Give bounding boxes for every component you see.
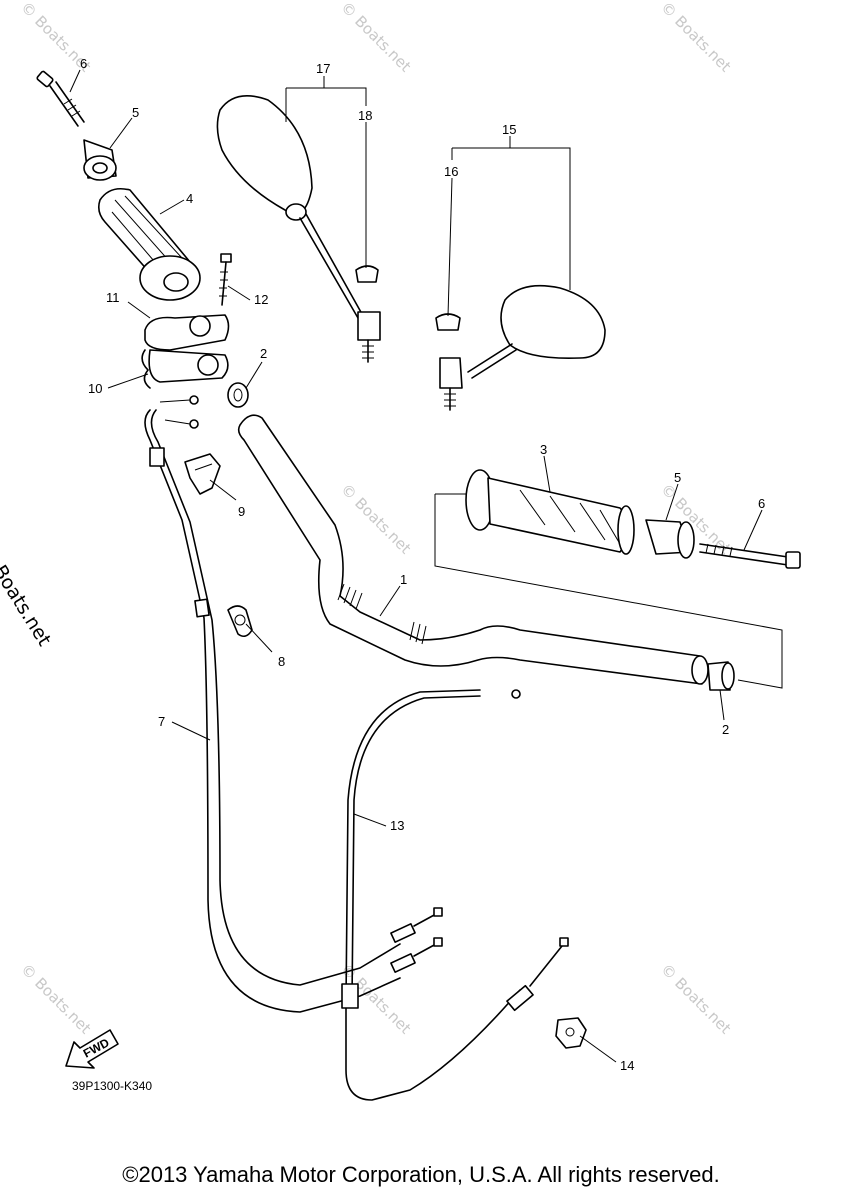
callout-3: 3 <box>540 442 547 457</box>
fwd-arrow: FWD <box>65 1029 119 1069</box>
diagram-reference: 39P1300-K340 <box>72 1079 152 1093</box>
callout-11: 11 <box>106 290 120 305</box>
watermark: © Boats.net <box>337 0 415 76</box>
callout-18: 18 <box>358 108 372 123</box>
right-grip-box <box>434 493 783 689</box>
watermark: © Boats.net <box>657 960 735 1038</box>
callout-14: 14 <box>620 1058 634 1073</box>
leader-lines <box>69 69 763 1063</box>
callout-7: 7 <box>158 714 165 729</box>
callout-2: 2 <box>260 346 267 361</box>
callout-6: 6 <box>758 496 765 511</box>
callout-13: 13 <box>390 818 404 833</box>
grip-end-left <box>83 139 117 181</box>
clip-8 <box>227 605 253 638</box>
grip-left <box>98 187 201 301</box>
callout-5: 5 <box>132 105 139 120</box>
callout-16: 16 <box>444 164 458 179</box>
callout-17: 17 <box>316 61 330 76</box>
callout-2: 2 <box>722 722 729 737</box>
watermark: © Boats.net <box>17 960 95 1038</box>
mirror-left <box>216 94 381 363</box>
screw-12 <box>219 253 232 306</box>
cables <box>144 395 569 1101</box>
watermark: © Boats.net <box>657 0 735 76</box>
callouts: 6 5 4 12 11 10 2 9 8 7 17 18 15 16 3 5 6… <box>80 56 765 1073</box>
collar-right <box>707 661 735 691</box>
grip-end-right <box>645 519 695 559</box>
copyright-notice: ©2013 Yamaha Motor Corporation, U.S.A. A… <box>122 1162 720 1187</box>
callout-5: 5 <box>674 470 681 485</box>
switch-14 <box>555 1017 587 1049</box>
bolt-left <box>36 70 85 127</box>
callout-15: 15 <box>502 122 516 137</box>
callout-6: 6 <box>80 56 87 71</box>
throttle-housing <box>141 314 230 389</box>
callout-9: 9 <box>238 504 245 519</box>
collar-upper <box>227 382 249 408</box>
handlebar <box>237 414 709 685</box>
callout-10: 10 <box>88 381 102 396</box>
watermark: © Boats.net <box>337 480 415 558</box>
mirror-right <box>435 284 606 411</box>
callout-12: 12 <box>254 292 268 307</box>
bolt-right <box>699 543 801 569</box>
callout-8: 8 <box>278 654 285 669</box>
grip-right <box>465 469 635 555</box>
clamp-9 <box>184 453 221 495</box>
callout-4: 4 <box>186 191 193 206</box>
callout-1: 1 <box>400 572 407 587</box>
